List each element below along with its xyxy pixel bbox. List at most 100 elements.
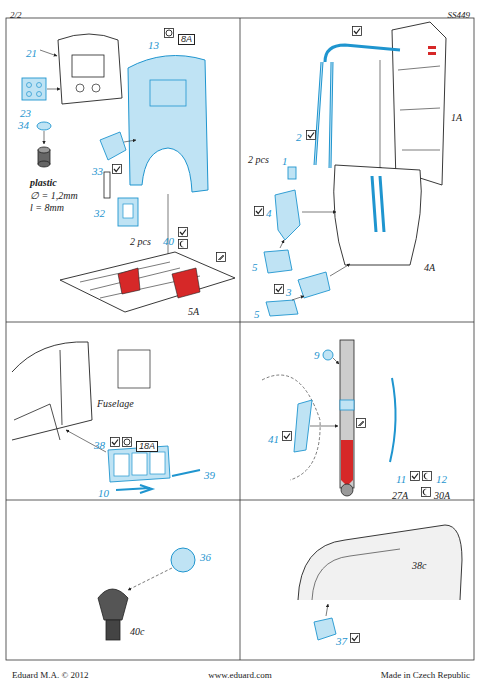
floor-red-block [118, 268, 140, 294]
seat-frame-1A [392, 22, 446, 185]
part-41 [294, 400, 312, 452]
part-label: 2 pcs [130, 237, 151, 247]
callout-number: 39 [204, 470, 215, 481]
panel-window [150, 452, 165, 474]
part-label: 2 pcs [248, 155, 269, 165]
leader-line [310, 426, 338, 427]
callout-number: 12 [436, 474, 447, 485]
leader-line [47, 89, 60, 90]
footer-text: Eduard M.A. © 2012 [12, 671, 89, 679]
floor-slot [80, 262, 200, 298]
label-anchor: 3 [286, 283, 292, 299]
stick-pivot [341, 484, 353, 496]
check-icon [353, 27, 362, 36]
label-anchor: Eduard M.A. © 2012 [12, 665, 89, 679]
part-9 [323, 350, 333, 360]
callout-number: 40 [163, 236, 174, 247]
header-text: SS449 [448, 11, 471, 20]
panel-divider [240, 18, 241, 660]
callout-number: 1 [282, 156, 288, 167]
fuselage-frame [14, 350, 62, 440]
callout-number: 38 [94, 440, 105, 451]
check-icon [113, 165, 122, 174]
part-label: ∅ = 1,2mm [30, 191, 78, 201]
harness-strap [315, 62, 332, 168]
callout-number: 21 [26, 48, 37, 59]
label-anchor: 38 [94, 436, 105, 452]
check-icon [307, 131, 316, 140]
icon [165, 29, 174, 38]
part-39 [172, 470, 200, 476]
label-anchor: 38c [412, 556, 426, 572]
label-anchor: 2 pcs [130, 232, 151, 248]
fuselage-group [12, 342, 200, 493]
check-icon [283, 432, 292, 441]
stick-band [340, 400, 354, 410]
part-label: 5A [188, 307, 199, 317]
callout-number: 11 [396, 474, 406, 485]
instrument-opening [150, 80, 186, 106]
leader-line [44, 131, 45, 144]
leader-line [333, 358, 339, 364]
label-anchor: 32 [94, 204, 105, 220]
leader-line [302, 212, 336, 213]
dial [37, 92, 42, 97]
knob-group [98, 548, 195, 640]
leader-line [124, 140, 136, 142]
callout-number: 10 [98, 488, 109, 499]
part-40-opening [123, 204, 133, 218]
part-5 [264, 250, 292, 273]
decal-23 [22, 78, 46, 100]
label-anchor: 2 pcs [248, 150, 269, 166]
callout-number: 41 [268, 434, 279, 445]
label-anchor: 13 [148, 36, 159, 52]
label-anchor: 36 [200, 548, 211, 564]
footer-text: Made in Czech Republic [381, 671, 470, 679]
label-anchor: 12 [436, 470, 447, 486]
label-anchor: 4A [424, 258, 435, 274]
dial [92, 84, 100, 92]
part-label: 27A [392, 491, 408, 501]
part-label: l = 8mm [30, 203, 64, 213]
panel-back-21 [58, 34, 122, 104]
dial [37, 83, 42, 88]
callout-number: 34 [18, 120, 29, 131]
callout-number: 32 [94, 208, 105, 219]
canopy-window [118, 350, 150, 388]
callout-number: 4 [266, 208, 272, 219]
hood-38c [298, 525, 462, 600]
part-label: 30A [434, 491, 450, 501]
part-1 [288, 167, 296, 179]
label-anchor: 41 [268, 430, 279, 446]
icon [123, 438, 132, 447]
control-stick [340, 340, 354, 488]
leader-line [326, 604, 328, 616]
lens-36 [171, 548, 195, 572]
callout-number: 23 [20, 108, 31, 119]
callout-number: 13 [148, 40, 159, 51]
label-anchor: 39 [204, 466, 215, 482]
label-anchor: 27A [392, 486, 408, 502]
part-label: 1A [451, 113, 462, 123]
seat-4A [334, 165, 422, 265]
leader-line [168, 194, 169, 262]
label-anchor: 40c [130, 622, 144, 638]
label-anchor: 10 [98, 484, 109, 500]
check-icon [179, 228, 188, 237]
outline-guide [262, 375, 320, 480]
hood-edge [312, 549, 400, 600]
check-icon [255, 207, 264, 216]
floor-red-block [172, 268, 200, 298]
knob-40c [98, 589, 128, 620]
part-label: 4A [424, 263, 435, 273]
dial [76, 84, 84, 92]
moon-icon [423, 472, 432, 481]
label-anchor: 5A [188, 302, 199, 318]
footer-text: www.eduard.com [208, 671, 271, 679]
plastic-rod-base [38, 161, 50, 167]
paint-icon [357, 419, 366, 428]
dial [27, 92, 32, 97]
leader-line [292, 296, 304, 300]
